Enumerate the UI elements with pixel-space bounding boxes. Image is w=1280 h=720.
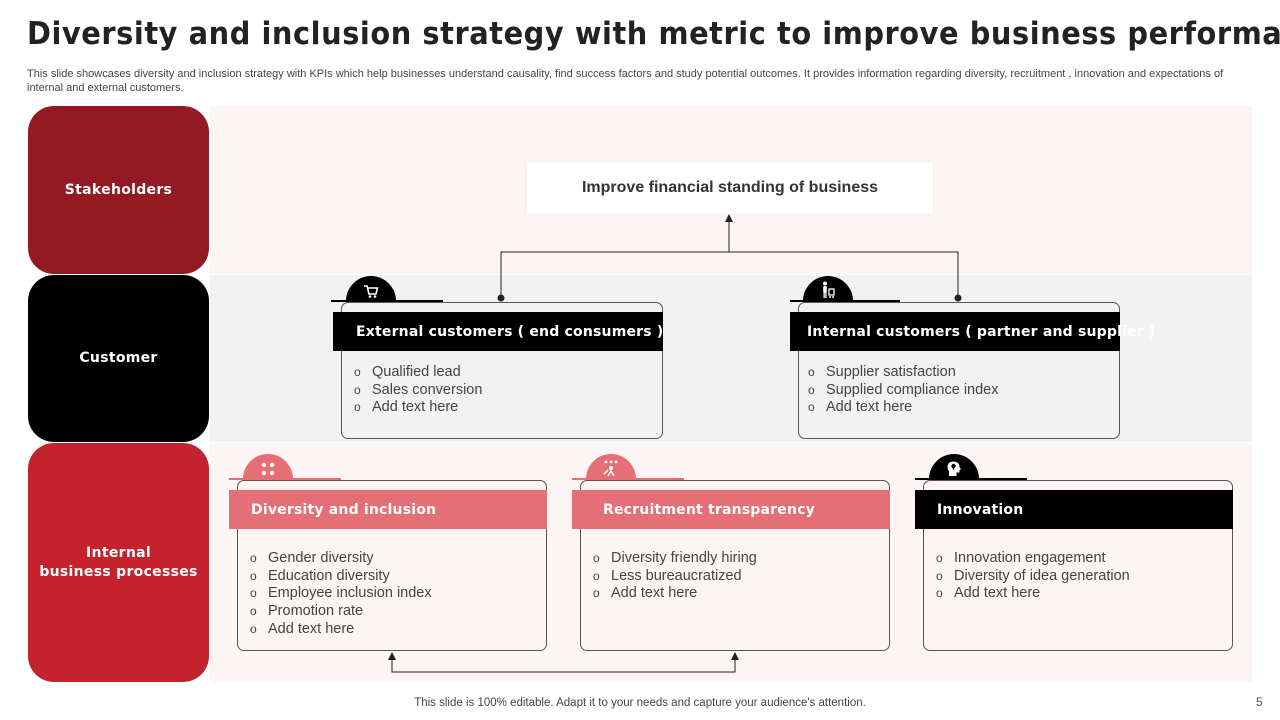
list-item: Education diversity — [250, 568, 432, 586]
footer-note: This slide is 100% editable. Adapt it to… — [414, 697, 866, 709]
diversity-header: Diversity and inclusion — [229, 490, 547, 529]
head-with-lightbulb-icon — [947, 461, 961, 476]
recruitment-icon — [603, 460, 618, 477]
row-label-internal: Internal business processes — [28, 443, 209, 682]
list-item: Innovation engagement — [936, 550, 1130, 568]
list-item: Add text here — [250, 621, 432, 639]
innovation-header: Innovation — [915, 490, 1233, 529]
list-item: Add text here — [936, 585, 1130, 603]
innovation-kpi-list: Innovation engagement Diversity of idea … — [936, 550, 1130, 603]
list-item: Add text here — [593, 585, 757, 603]
person-with-trolley-icon — [823, 281, 835, 298]
list-item: Supplier satisfaction — [808, 364, 999, 382]
internal-customers-header: Internal customers ( partner and supplie… — [790, 312, 1155, 351]
list-item: Diversity of idea generation — [936, 568, 1130, 586]
external-customers-header: External customers ( end consumers ) — [333, 312, 663, 351]
recruitment-header: Recruitment transparency — [572, 490, 890, 529]
external-kpi-list: Qualified lead Sales conversion Add text… — [354, 364, 482, 417]
list-item: Add text here — [354, 399, 482, 417]
recruitment-kpi-list: Diversity friendly hiring Less bureaucra… — [593, 550, 757, 603]
internal-kpi-list: Supplier satisfaction Supplied complianc… — [808, 364, 999, 417]
shopping-cart-icon — [364, 285, 379, 298]
list-item: Promotion rate — [250, 603, 432, 621]
page-number: 5 — [1256, 695, 1263, 709]
list-item: Gender diversity — [250, 550, 432, 568]
goal-box: Improve financial standing of business — [527, 162, 933, 214]
list-item: Add text here — [808, 399, 999, 417]
row-label-customer: Customer — [28, 275, 209, 442]
diversity-kpi-list: Gender diversity Education diversity Emp… — [250, 550, 432, 639]
list-item: Employee inclusion index — [250, 585, 432, 603]
row-label-internal-line1: Internal — [86, 544, 151, 561]
row-label-stakeholders: Stakeholders — [28, 106, 209, 274]
list-item: Sales conversion — [354, 382, 482, 400]
list-item: Qualified lead — [354, 364, 482, 382]
list-item: Supplied compliance index — [808, 382, 999, 400]
page-title: Diversity and inclusion strategy with me… — [27, 16, 1280, 52]
row-label-internal-line2: business processes — [39, 563, 198, 580]
list-item: Less bureaucratized — [593, 568, 757, 586]
list-item: Diversity friendly hiring — [593, 550, 757, 568]
page-subtitle: This slide showcases diversity and inclu… — [27, 68, 1224, 94]
diverse-people-icon — [261, 462, 275, 476]
